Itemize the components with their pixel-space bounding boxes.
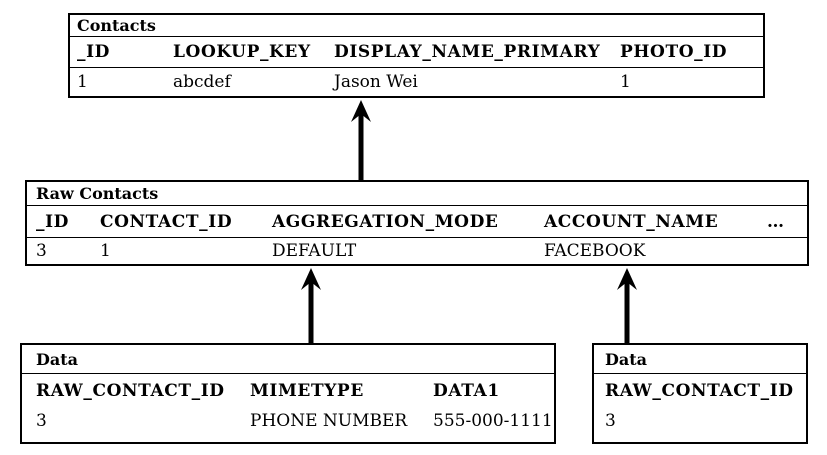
table-header-row: _ID LOOKUP_KEY DISPLAY_NAME_PRIMARY PHOT… (70, 37, 763, 68)
column-header: _ID (36, 212, 69, 232)
table-title: Contacts (77, 16, 156, 35)
arrow-data-right-to-raw-contacts (617, 268, 637, 344)
cell-value: abcdef (173, 72, 231, 92)
column-header: ACCOUNT_NAME (544, 212, 719, 232)
table-title-row: Data (22, 345, 554, 374)
table-title-row: Data (594, 345, 806, 374)
column-header: MIMETYPE (250, 381, 364, 401)
table-row: 3 PHONE NUMBER 555-000-1111 (22, 405, 554, 440)
column-header: AGGREGATION_MODE (272, 212, 499, 232)
column-header: DISPLAY_NAME_PRIMARY (334, 42, 601, 62)
table-header-row: _ID CONTACT_ID AGGREGATION_MODE ACCOUNT_… (27, 206, 807, 238)
column-header: PHOTO_ID (620, 42, 728, 62)
arrow-data-left-to-raw-contacts (301, 268, 321, 344)
ellipsis-more-columns: … (767, 212, 785, 232)
table-header-row: RAW_CONTACT_ID (594, 374, 806, 405)
cell-value: DEFAULT (272, 241, 357, 261)
data-table-left: Data RAW_CONTACT_ID MIMETYPE DATA1 3 PHO… (20, 343, 556, 444)
cell-value: 555-000-1111 (433, 411, 553, 431)
arrow-raw-contacts-to-contacts (351, 100, 371, 181)
data-table-right: Data RAW_CONTACT_ID 3 (592, 343, 808, 444)
arrow-head-icon (617, 268, 637, 290)
table-title-row: Contacts (70, 15, 763, 37)
cell-value: Jason Wei (334, 72, 418, 92)
cell-value: FACEBOOK (544, 241, 646, 261)
table-title-row: Raw Contacts (27, 182, 807, 206)
cell-value: 1 (77, 72, 88, 92)
column-header: LOOKUP_KEY (173, 42, 311, 62)
table-title: Data (605, 350, 647, 369)
table-row: 1 abcdef Jason Wei 1 (70, 68, 763, 96)
table-row: 3 (594, 405, 806, 440)
raw-contacts-table: Raw Contacts _ID CONTACT_ID AGGREGATION_… (25, 180, 809, 266)
cell-value: PHONE NUMBER (250, 411, 408, 431)
cell-value: 1 (100, 241, 111, 261)
table-row: 3 1 DEFAULT FACEBOOK (27, 238, 807, 264)
column-header: DATA1 (433, 381, 500, 401)
column-header: RAW_CONTACT_ID (605, 381, 794, 401)
cell-value: 3 (36, 241, 47, 261)
contacts-table: Contacts _ID LOOKUP_KEY DISPLAY_NAME_PRI… (68, 13, 765, 98)
table-title: Data (36, 350, 78, 369)
table-header-row: RAW_CONTACT_ID MIMETYPE DATA1 (22, 374, 554, 405)
cell-value: 3 (36, 411, 47, 431)
table-title: Raw Contacts (36, 184, 159, 203)
column-header: _ID (77, 42, 110, 62)
arrow-head-icon (301, 268, 321, 290)
cell-value: 1 (620, 72, 631, 92)
arrow-head-icon (351, 100, 371, 122)
cell-value: 3 (605, 411, 616, 431)
column-header: RAW_CONTACT_ID (36, 381, 225, 401)
column-header: CONTACT_ID (100, 212, 233, 232)
